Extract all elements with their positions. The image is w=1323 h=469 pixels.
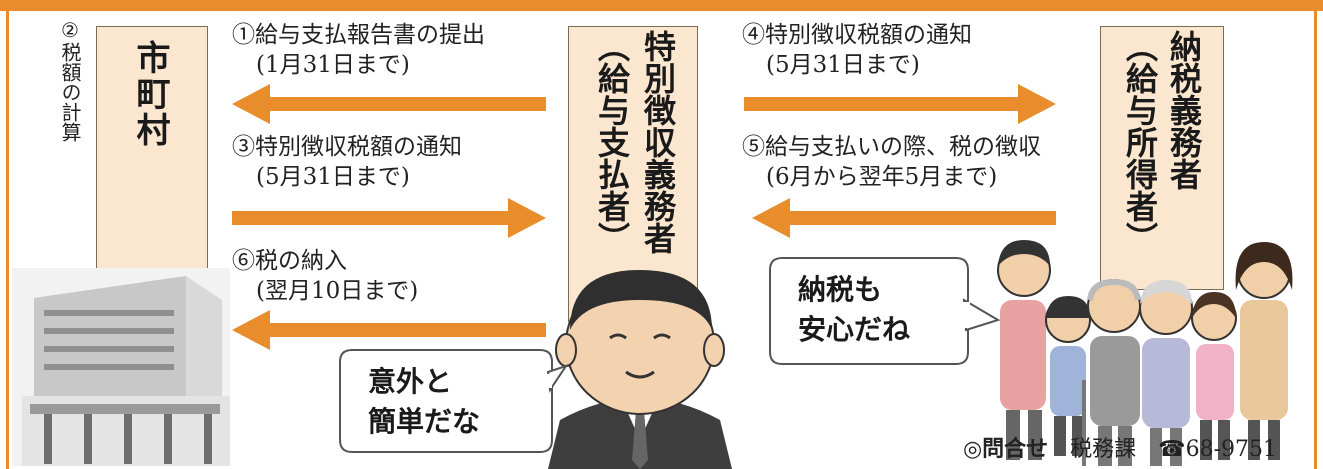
step5-title: ⑤給与支払いの際、税の徴収: [742, 134, 1041, 160]
employer-bubble-line1: 意外と: [368, 365, 453, 398]
step6-title: ⑥税の納入: [232, 248, 347, 274]
employer-speech-bubble: [339, 349, 569, 453]
taxpayer-label: 納税義務者: [1165, 30, 1203, 190]
arrow-step1: [232, 84, 546, 124]
employer-label: 特別徴収義務者: [639, 30, 677, 254]
frame-left-border: [6, 10, 9, 469]
frame-right-border: [1314, 10, 1317, 469]
side-label-number: ②: [58, 18, 82, 42]
employer-person-illustration: [548, 270, 732, 469]
step1-label: ①給与支払報告書の提出 (1月31日まで): [232, 20, 485, 80]
side-label-text: 税額の計算: [58, 42, 82, 142]
employer-bubble-line2: 簡単だな: [368, 405, 481, 438]
step5-label: ⑤給与支払いの際、税の徴収 (6月から翌年5月まで): [742, 132, 1041, 192]
arrow-step5: [752, 198, 1056, 238]
phone-icon: ☎: [1158, 437, 1186, 462]
step4-deadline: (5月31日まで): [766, 52, 920, 78]
frame-top-border: [0, 0, 1323, 11]
family-speech-bubble: [769, 257, 1001, 365]
side-label: ②税額の計算: [57, 18, 83, 142]
contact-phone: 68-9751: [1185, 437, 1277, 462]
arrow-step3: [232, 198, 546, 238]
contact-department: 税務課: [1070, 437, 1137, 462]
contact-label: ◎問合せ: [962, 437, 1049, 462]
step3-label: ③特別徴収税額の通知 (5月31日まで): [232, 132, 462, 192]
taxpayer-family-illustration: [997, 240, 1293, 466]
municipality-box: [96, 26, 208, 300]
step1-deadline: (1月31日まで): [256, 52, 410, 78]
step4-title: ④特別徴収税額の通知: [742, 22, 972, 48]
step6-deadline: (翌月10日まで): [256, 278, 419, 304]
arrow-step6: [232, 310, 546, 350]
family-bubble-line1: 納税も: [798, 273, 883, 306]
step3-title: ③特別徴収税額の通知: [232, 134, 462, 160]
step1-title: ①給与支払報告書の提出: [232, 22, 485, 48]
family-bubble-line2: 安心だね: [798, 313, 911, 346]
step6-label: ⑥税の納入 (翌月10日まで): [232, 246, 418, 306]
employer-sublabel: （給与支払者）: [593, 30, 631, 254]
contact-line: ◎問合せ税務課 ☎68-9751: [963, 431, 1277, 463]
municipality-label: 市町村: [130, 40, 170, 148]
employer-bubble-text: 意外と 簡単だな: [368, 362, 480, 442]
arrow-step4: [744, 84, 1056, 124]
family-bubble-text: 納税も 安心だね: [798, 270, 910, 350]
step4-label: ④特別徴収税額の通知 (5月31日まで): [742, 20, 972, 80]
taxpayer-box: [1100, 26, 1224, 290]
step3-deadline: (5月31日まで): [256, 164, 410, 190]
step5-deadline: (6月から翌年5月まで): [766, 164, 998, 190]
taxpayer-sublabel: （給与所得者）: [1121, 30, 1159, 254]
city-hall-photo: [12, 268, 230, 466]
